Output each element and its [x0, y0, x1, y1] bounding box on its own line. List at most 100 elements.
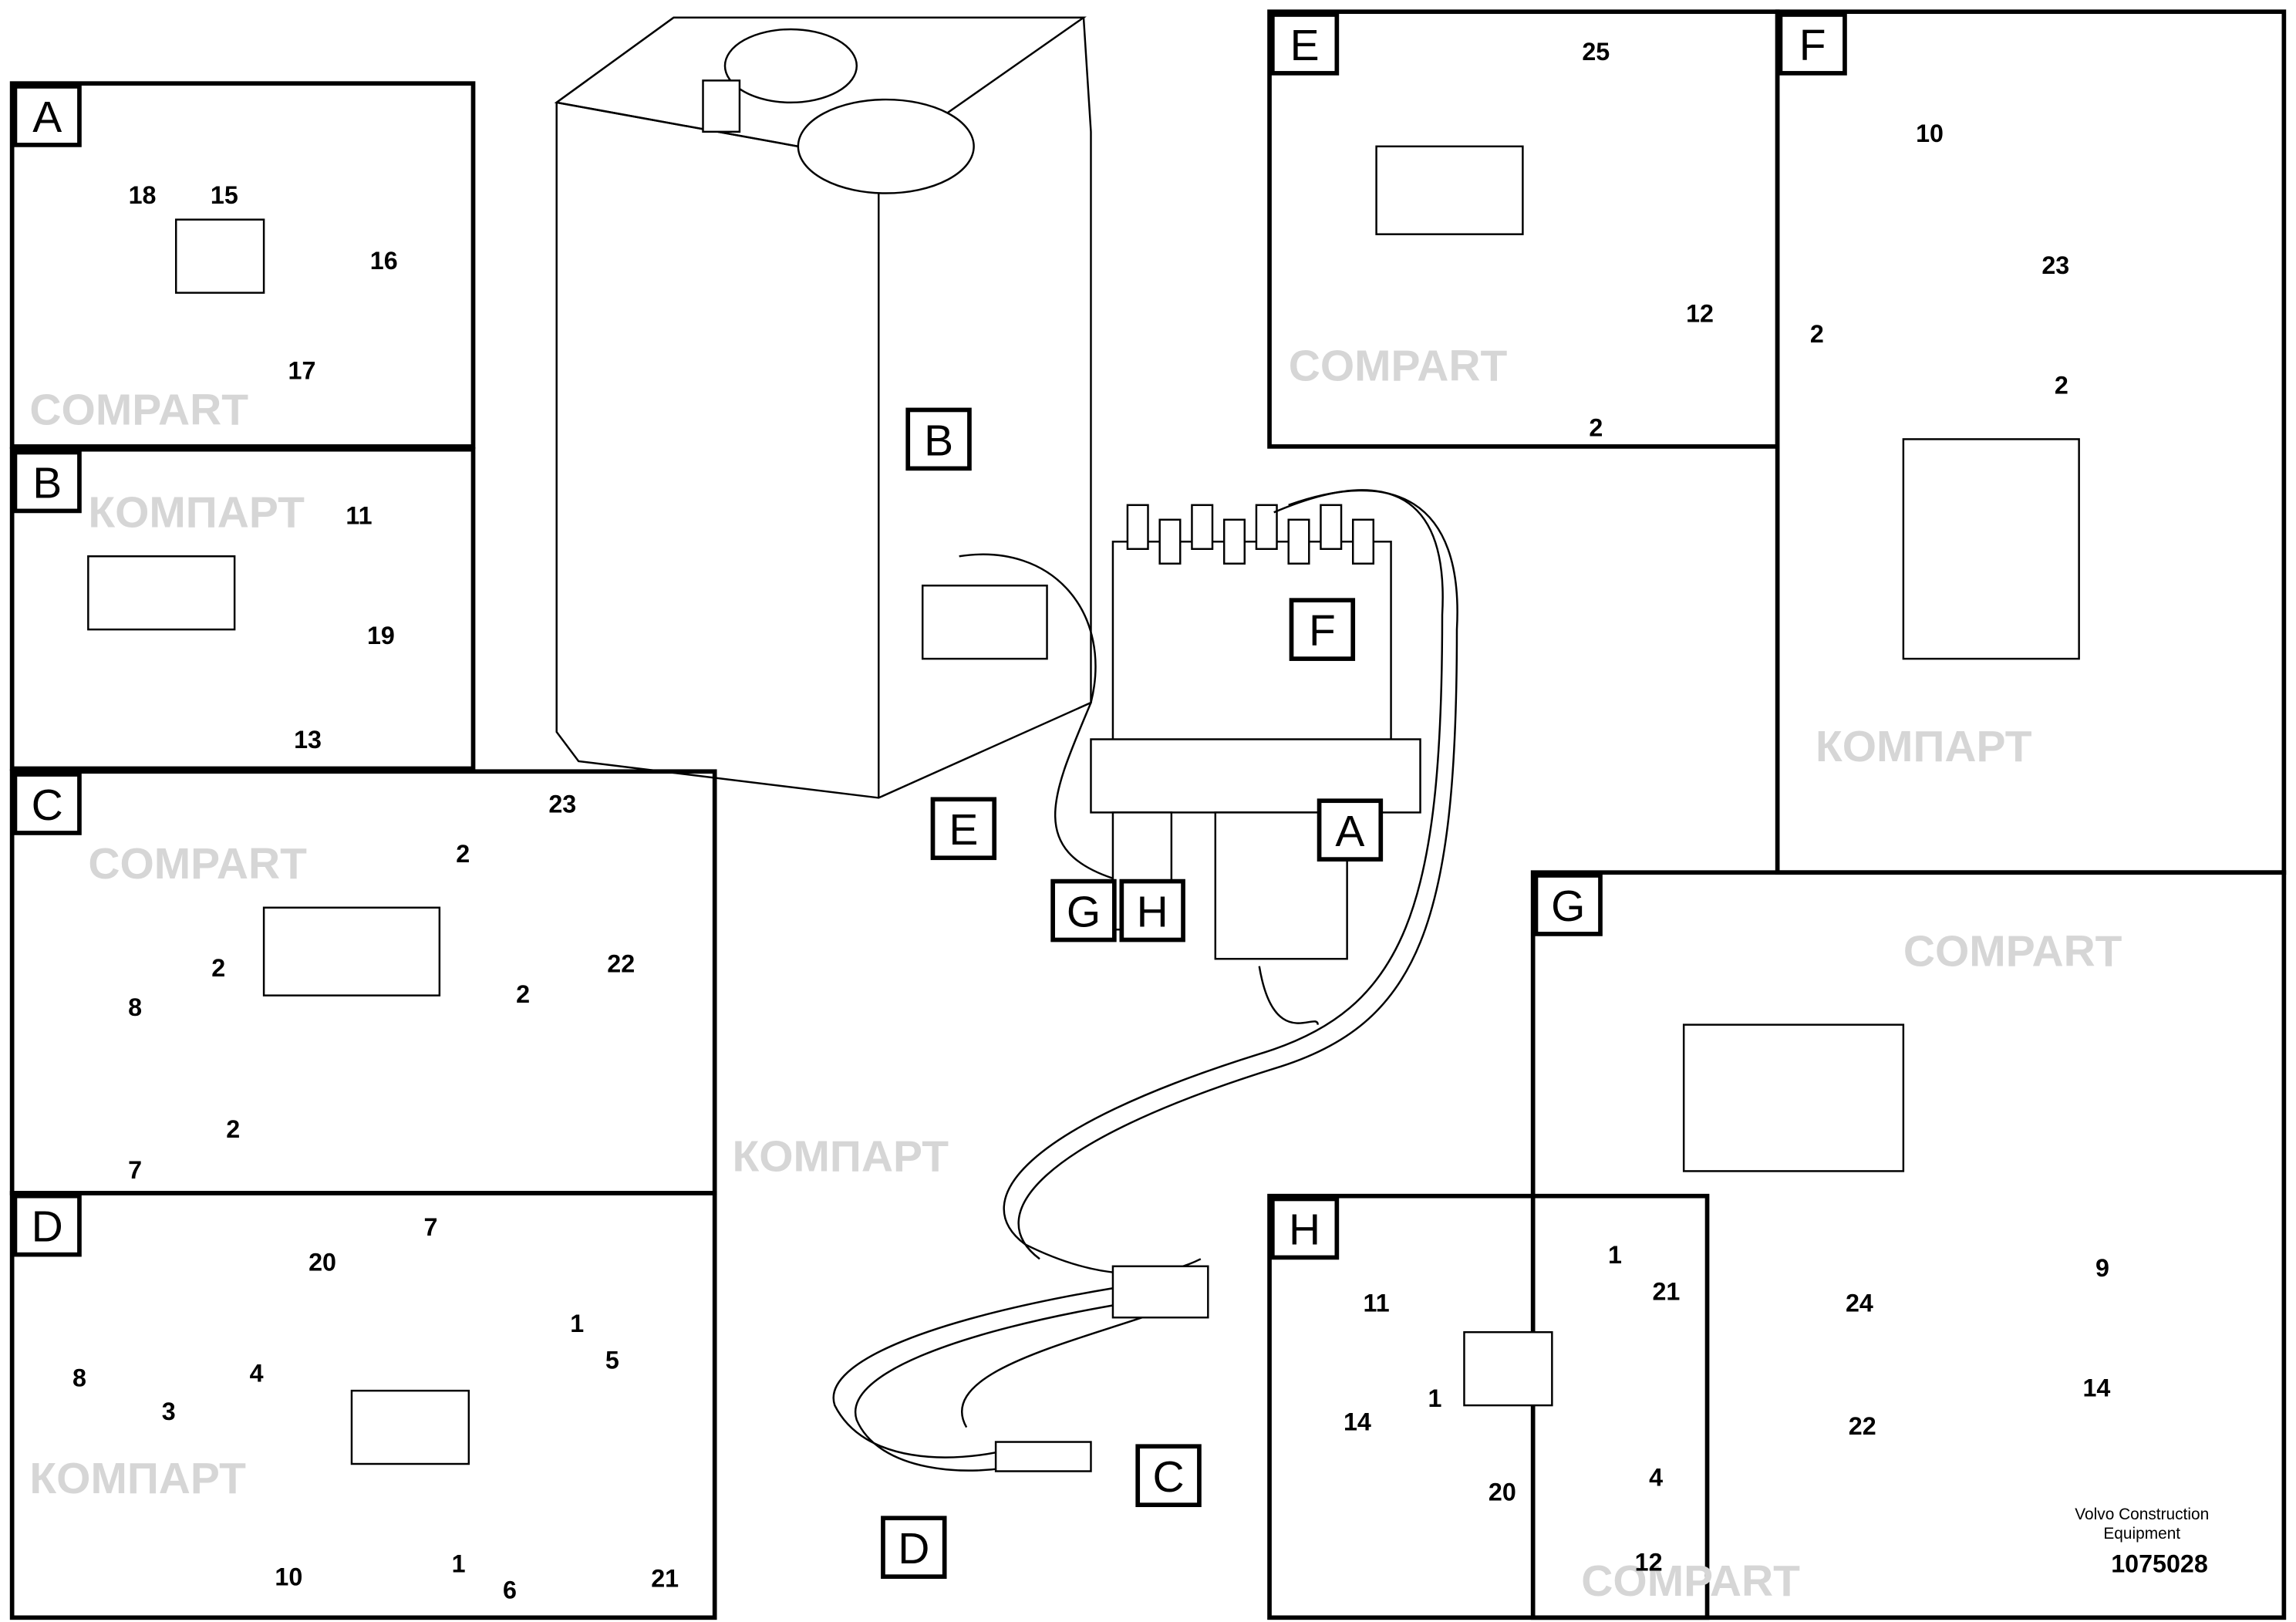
callout-number: 1 [452, 1549, 466, 1577]
callout-number: 23 [548, 790, 576, 818]
watermark-text: COMPART [1903, 927, 2122, 976]
detail-panel-f: F [1775, 9, 2287, 875]
view-callout[interactable]: F [1289, 598, 1356, 661]
valve-spool [1158, 518, 1182, 565]
panel-label: E [1290, 21, 1320, 70]
view-callout-letter: D [898, 1524, 929, 1573]
view-callout-letter: E [949, 805, 978, 855]
part-sketch [1682, 1023, 1905, 1172]
callout-number: 25 [1582, 38, 1610, 66]
view-callout[interactable]: C [1135, 1444, 1202, 1508]
view-callout-letter: H [1137, 887, 1168, 936]
callout-number: 8 [72, 1364, 86, 1391]
callout-number: 21 [1652, 1277, 1680, 1305]
callout-number: 15 [211, 181, 238, 209]
callout-number: 20 [308, 1248, 336, 1276]
callout-number: 7 [424, 1213, 438, 1241]
part-sketch [1463, 1330, 1553, 1407]
callout-number: 7 [128, 1156, 142, 1184]
valve-spool [1255, 504, 1278, 550]
callout-number: 10 [275, 1563, 302, 1591]
view-callout[interactable]: B [905, 407, 972, 471]
part-sketch [350, 1389, 470, 1465]
callout-number: 2 [2055, 372, 2068, 400]
callout-number: 21 [651, 1564, 679, 1592]
callout-number: 4 [1649, 1463, 1663, 1491]
panel-label: A [32, 93, 62, 142]
watermark-text: КОМПАРТ [88, 487, 305, 537]
callout-number: 20 [1489, 1478, 1516, 1506]
watermark-text: COMPART [1289, 341, 1508, 390]
watermark-text: COMPART [29, 385, 248, 434]
view-callout[interactable]: D [881, 1516, 947, 1580]
callout-number: 14 [2082, 1374, 2110, 1402]
callout-number: 16 [370, 247, 398, 275]
panel-label: C [32, 781, 63, 830]
detail-panel-b: B [9, 447, 476, 771]
panel-label: F [1799, 21, 1826, 70]
callout-number: 11 [346, 501, 372, 529]
callout-number: 23 [2041, 251, 2069, 279]
callout-number: 14 [1344, 1408, 1371, 1435]
detail-panel-c: C [9, 769, 717, 1195]
callout-number: 22 [607, 949, 635, 977]
view-callout[interactable]: H [1119, 878, 1185, 943]
watermark-text: COMPART [1581, 1556, 1800, 1606]
panel-label: G [1551, 882, 1585, 931]
detail-panel-d: D [9, 1191, 717, 1620]
part-sketch [1375, 145, 1524, 235]
detail-panel-g: G [1530, 870, 2287, 1620]
valve-spool [1320, 504, 1343, 550]
valve-spool [1287, 518, 1310, 565]
hydraulic-tank [554, 16, 1092, 799]
callout-number: 9 [2095, 1254, 2109, 1282]
callout-number: 2 [516, 980, 530, 1008]
view-callout[interactable]: A [1317, 798, 1384, 862]
callout-number: 10 [1916, 120, 1944, 147]
drawing-number: 1075028 [2111, 1549, 2208, 1577]
callout-number: 8 [128, 993, 142, 1021]
detail-panel-a: A [9, 81, 476, 449]
view-callout-letter: F [1309, 606, 1336, 656]
callout-number: 1 [1428, 1384, 1442, 1412]
hoses [832, 489, 1458, 1472]
view-callout[interactable]: G [1050, 878, 1117, 943]
part-sketch [1902, 438, 2080, 660]
callout-number: 22 [1849, 1412, 1876, 1440]
panel-label: B [32, 458, 62, 508]
callout-number: 17 [288, 357, 316, 385]
valve-spool [1222, 518, 1246, 565]
callout-number: 2 [1810, 320, 1824, 348]
panel-label: H [1289, 1205, 1320, 1254]
callout-number: 13 [294, 726, 322, 754]
watermark-text: COMPART [88, 839, 307, 889]
callout-number: 6 [503, 1576, 517, 1604]
callout-number: 1 [1608, 1241, 1622, 1269]
watermark-layer: COMPART КОМПАРТ COMPART КОМПАРТ COMPART КОМПА… [29, 341, 2122, 1605]
callout-number: 2 [226, 1115, 240, 1143]
view-callout-letter: C [1153, 1452, 1185, 1502]
view-callout-letter: B [924, 416, 953, 465]
valve-spool [1351, 518, 1375, 565]
part-sketch [174, 218, 265, 294]
callout-number: 12 [1635, 1549, 1663, 1576]
maker-line-2: Equipment [2103, 1525, 2180, 1543]
callout-number: 2 [456, 840, 470, 868]
watermark-text: КОМПАРТ [732, 1131, 949, 1181]
view-callout[interactable]: E [930, 797, 997, 861]
callout-number: 4 [250, 1360, 264, 1388]
part-sketch [262, 906, 441, 996]
callout-number: 2 [211, 954, 225, 982]
callout-number: 12 [1686, 300, 1714, 328]
part-sketch [87, 555, 236, 631]
watermark-text: КОМПАРТ [29, 1454, 246, 1503]
callout-number: 2 [1589, 414, 1603, 442]
watermark-text: КОМПАРТ [1816, 722, 2032, 771]
callout-number: 19 [367, 622, 395, 649]
callout-number: 5 [605, 1347, 619, 1374]
callout-number: 1 [570, 1310, 584, 1337]
callout-number: 11 [1364, 1290, 1390, 1317]
view-callout-letter: G [1067, 887, 1101, 936]
